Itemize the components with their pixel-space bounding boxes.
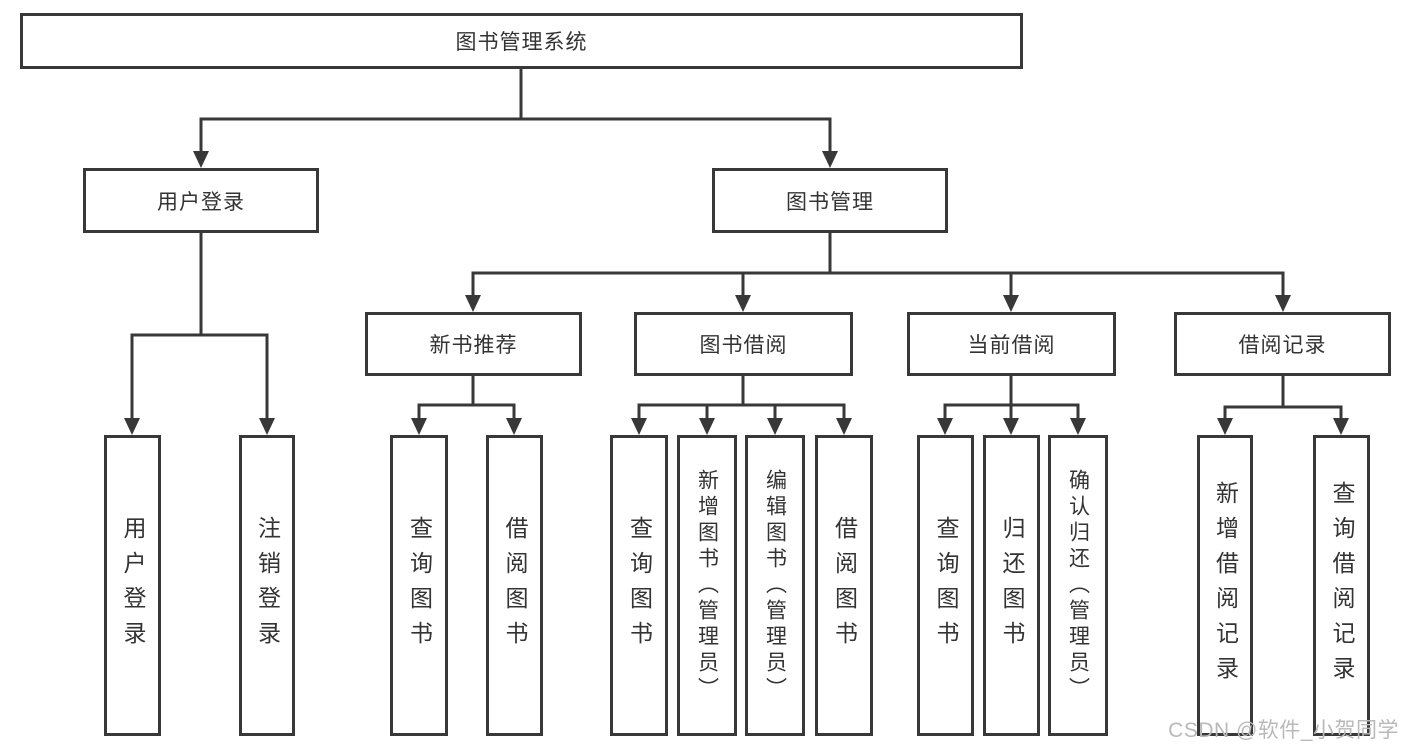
arrow-icon [822,151,838,168]
arrow-icon [937,418,953,435]
leaf-records-query-record: 查询借阅记录 [1313,435,1370,736]
leaf-borrowing-edit-book-admin: 编辑图书（管理员） [745,435,805,736]
leaf-label: 确认归还（管理员） [1066,468,1090,703]
leaf-label: 注销登录 [254,515,281,656]
leaf-borrowing-query-book: 查询图书 [610,435,668,736]
leaf-current-confirm-return-admin: 确认归还（管理员） [1048,435,1108,736]
arrow-icon [836,418,852,435]
arrow-icon [506,418,522,435]
connector-user-login [130,231,269,423]
arrow-icon [767,418,783,435]
arrow-icon [1217,418,1233,435]
arrow-icon [1003,295,1019,312]
arrow-icon [193,151,209,168]
leaf-label: 查询借阅记录 [1329,480,1355,691]
arrow-icon [124,418,140,435]
connector-book-management [471,231,1285,300]
arrow-icon [1333,418,1349,435]
node-book-borrowing: 图书借阅 [634,312,853,376]
node-root: 图书管理系统 [20,13,1023,69]
arrow-icon [465,295,481,312]
leaf-label: 查询图书 [406,515,433,656]
arrowheads [124,151,1349,435]
leaf-label: 借阅图书 [502,515,528,656]
connector-book-borrowing [637,374,846,423]
leaf-label: 归还图书 [999,515,1025,656]
node-user-login: 用户登录 [83,168,319,233]
connector-root [199,67,832,155]
csdn-watermark: CSDN @软件_小贺同学 [1168,719,1399,742]
leaf-current-return-book: 归还图书 [983,435,1040,736]
arrow-icon [1275,295,1291,312]
leaf-current-query-book: 查询图书 [917,435,974,736]
connector-current-borrowing [943,374,1080,423]
leaf-label: 新增借阅记录 [1212,480,1239,691]
leaf-borrowing-borrow-book: 借阅图书 [815,435,873,736]
leaf-label: 借阅图书 [831,515,858,656]
leaf-login: 用户登录 [104,435,161,736]
arrow-icon [631,418,647,435]
leaf-logout: 注销登录 [239,435,295,736]
leaf-label: 查询图书 [933,515,959,656]
node-new-book-recommendation: 新书推荐 [365,312,582,376]
leaf-label: 查询图书 [626,515,653,656]
arrow-icon [735,295,751,312]
leaf-recommend-query-book: 查询图书 [390,435,448,736]
arrow-icon [699,418,715,435]
leaf-label: 编辑图书（管理员） [763,468,787,703]
arrow-icon [411,418,427,435]
connector-new-book-recommendation [417,374,516,423]
leaf-borrowing-add-book-admin: 新增图书（管理员） [677,435,737,736]
node-current-borrowing: 当前借阅 [907,312,1116,376]
leaf-recommend-borrow-book: 借阅图书 [486,435,543,736]
node-borrowing-records: 借阅记录 [1174,312,1391,376]
leaf-label: 用户登录 [120,515,146,656]
leaf-label: 新增图书（管理员） [695,468,719,703]
connector-borrowing-records [1223,374,1343,423]
leaf-records-add-record: 新增借阅记录 [1197,435,1253,736]
arrow-icon [259,418,275,435]
node-book-management: 图书管理 [712,168,948,233]
arrow-icon [1003,418,1019,435]
arrow-icon [1070,418,1086,435]
